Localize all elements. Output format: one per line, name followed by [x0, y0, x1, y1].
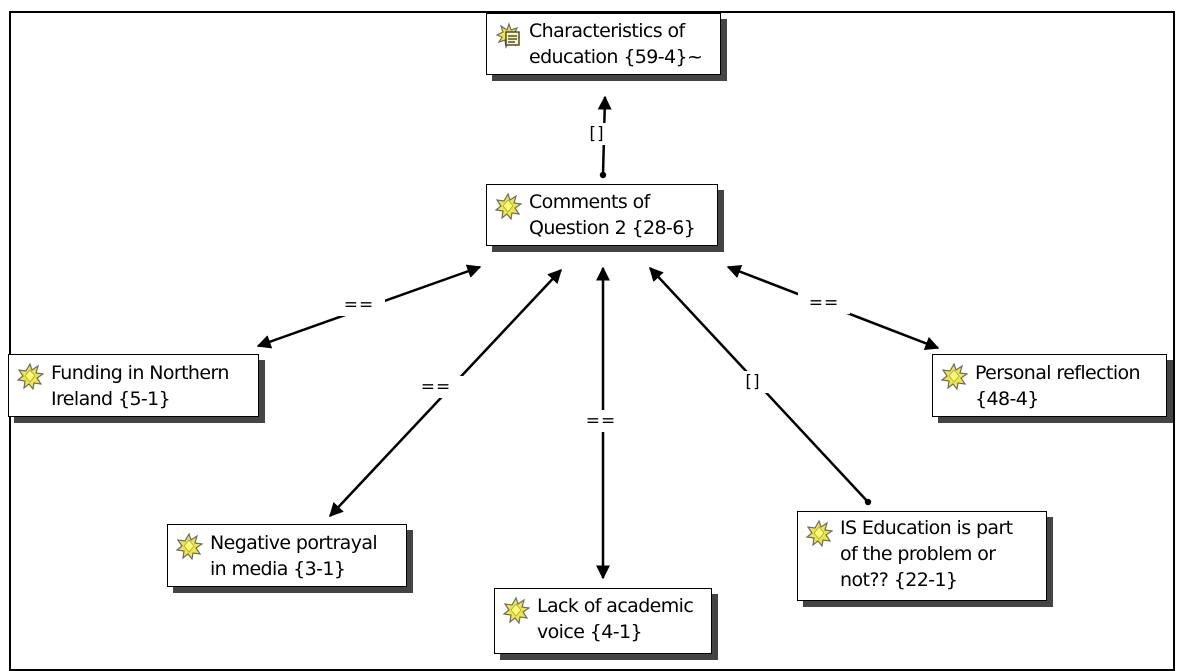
- node-label: IS Education is part of the problem or n…: [840, 517, 1013, 591]
- code-star-icon: [940, 362, 968, 390]
- edge-label-comments-funding[interactable]: ==: [333, 294, 385, 316]
- node-is-education-part-of-problem[interactable]: IS Education is part of the problem or n…: [797, 511, 1047, 601]
- family-memo-icon: [495, 22, 521, 49]
- node-label: Lack of academic voice {4-1}: [537, 595, 694, 643]
- node-funding-in-northern-ireland[interactable]: Funding in Northern Ireland {5-1}: [8, 354, 259, 417]
- node-personal-reflection[interactable]: Personal reflection {48-4}: [932, 354, 1167, 417]
- code-star-icon: [16, 362, 44, 390]
- node-negative-portrayal-in-media[interactable]: Negative portrayal in media {3-1}: [167, 524, 407, 587]
- edge-label-comments-is-education[interactable]: []: [738, 371, 768, 393]
- node-label: Characteristics of education {59-4}~: [529, 20, 703, 68]
- node-comments-of-question-2[interactable]: Comments of Question 2 {28-6}: [486, 184, 718, 246]
- edge-label-comments-lack[interactable]: ==: [573, 410, 629, 432]
- code-star-icon: [805, 519, 833, 547]
- code-star-icon: [494, 192, 522, 220]
- node-label: Funding in Northern Ireland {5-1}: [51, 362, 229, 410]
- node-characteristics-of-education[interactable]: Characteristics of education {59-4}~: [486, 13, 721, 75]
- node-label: Negative portrayal in media {3-1}: [210, 532, 378, 580]
- node-label: Personal reflection {48-4}: [975, 362, 1141, 410]
- edge-label-comments-characteristics[interactable]: []: [582, 123, 612, 145]
- node-lack-of-academic-voice[interactable]: Lack of academic voice {4-1}: [494, 588, 712, 654]
- code-star-icon: [502, 596, 530, 624]
- edge-label-comments-personal[interactable]: ==: [798, 292, 850, 314]
- code-star-icon: [175, 532, 203, 560]
- edge-label-comments-negative[interactable]: ==: [408, 376, 464, 398]
- node-label: Comments of Question 2 {28-6}: [529, 191, 696, 239]
